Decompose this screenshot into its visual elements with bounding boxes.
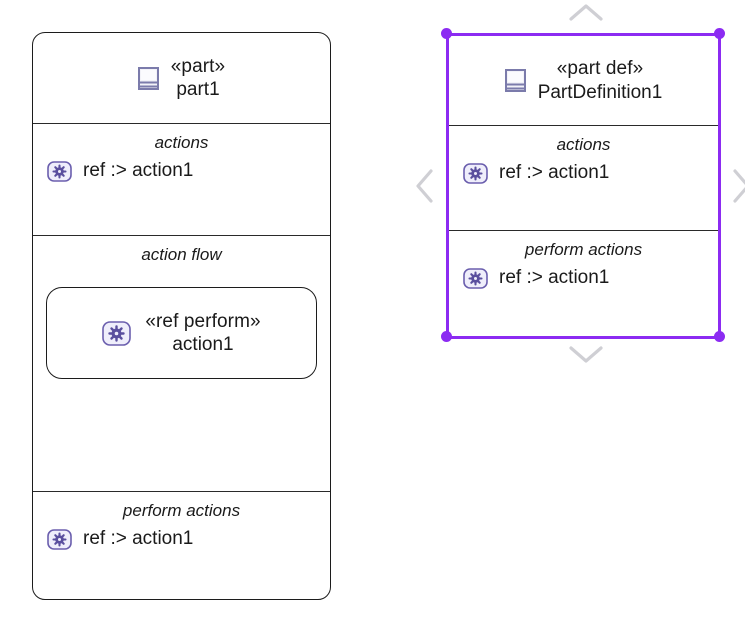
chevron-right-icon[interactable] xyxy=(732,169,745,203)
compartment-label: perform actions xyxy=(524,240,643,259)
compartment-perform-actions: perform actions xyxy=(449,230,718,336)
compartment-perform-actions: perform actions xyxy=(33,491,330,599)
feature-text: ref :> action1 xyxy=(83,160,194,181)
compartment-label: action flow xyxy=(141,245,222,264)
compartment-label: perform actions xyxy=(122,501,241,520)
chevron-down-icon[interactable] xyxy=(569,345,603,364)
compartment-actions: actions xyxy=(33,123,330,235)
node-keyword: «part» xyxy=(170,55,226,77)
node-ref-perform-action1[interactable]: «ref perform» action1 xyxy=(46,287,317,379)
compartment-label: actions xyxy=(556,135,611,154)
part-icon xyxy=(137,66,159,90)
compartment-actions: actions xyxy=(449,125,718,230)
action-icon xyxy=(102,320,132,346)
chevron-left-icon[interactable] xyxy=(415,169,434,203)
action-icon xyxy=(47,160,72,182)
compartment-label: actions xyxy=(154,133,209,152)
feature-row[interactable]: ref :> action1 xyxy=(449,260,718,295)
node-part-definition[interactable]: «part def» PartDefinition1 actions xyxy=(446,33,721,339)
feature-text: ref :> action1 xyxy=(499,162,610,183)
node-name: part1 xyxy=(176,79,220,100)
action-icon xyxy=(463,267,488,289)
action-icon xyxy=(47,528,72,550)
feature-row[interactable]: ref :> action1 xyxy=(33,153,330,188)
nested-node-keyword: «ref perform» xyxy=(145,310,261,332)
chevron-up-icon[interactable] xyxy=(569,3,603,22)
feature-text: ref :> action1 xyxy=(83,528,194,549)
node-header: «part» part1 xyxy=(33,33,330,123)
node-keyword: «part def» xyxy=(556,58,644,80)
handle-bottom-right[interactable] xyxy=(714,331,725,342)
action-icon xyxy=(463,162,488,184)
handle-top-right[interactable] xyxy=(714,28,725,39)
handle-top-left[interactable] xyxy=(441,28,452,39)
feature-text: ref :> action1 xyxy=(499,267,610,288)
nested-node-name: action1 xyxy=(172,334,234,355)
node-name: PartDefinition1 xyxy=(537,81,663,103)
feature-row[interactable]: ref :> action1 xyxy=(449,155,718,190)
part-icon xyxy=(504,69,526,92)
compartment-action-flow: action flow xyxy=(33,235,330,491)
node-header: «part def» PartDefinition1 xyxy=(449,36,718,125)
feature-row[interactable]: ref :> action1 xyxy=(33,521,330,556)
node-part-usage[interactable]: «part» part1 actions xyxy=(32,32,331,600)
handle-bottom-left[interactable] xyxy=(441,331,452,342)
